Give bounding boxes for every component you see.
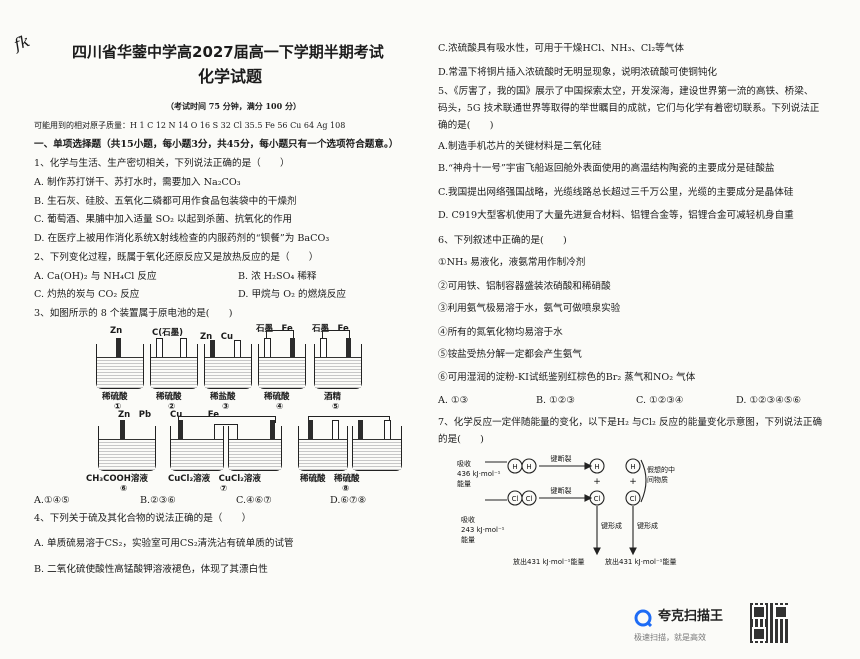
q7-atom-h2: H <box>526 463 531 471</box>
q3-cell-2: C(石墨) 稀硫酸 ② <box>150 328 200 412</box>
q3-option-a: A.①④⑤ <box>34 495 70 506</box>
q7-form-2: 键形成 <box>637 521 658 530</box>
q1-option-c: C. 葡萄酒、果脯中加入适量 SO₂ 以起到杀菌、抗氧化的作用 <box>34 214 293 225</box>
q2-stem: 2、下列变化过程，既属于氧化还原反应又是放热反应的是（ ） <box>34 252 319 263</box>
q7-release-1: 放出431 kJ·mol⁻¹能量 <box>513 557 584 566</box>
qr-code <box>750 603 790 643</box>
q6-option-a: A. ①③ <box>438 395 469 406</box>
q3-option-d: D.⑥⑦⑧ <box>330 495 367 506</box>
q5-option-b: B.“神舟十一号”宇宙飞船返回舱外表面使用的高温结构陶瓷的主要成分是硅酸盐 <box>438 163 775 174</box>
q3-cell-4: 石墨 Fe 稀硫酸 ④ <box>256 324 310 412</box>
q6-statement-5: ⑤铵盐受热分解一定都会产生氨气 <box>438 349 582 360</box>
q5-option-c: C.我国提出网络强国战略，光缆线路总长超过三千万公里，光缆的主要成分是晶体硅 <box>438 187 794 198</box>
q5-stem-line2: 码头，5G 技术联通世界等取得的举世瞩目的成就，它们与化学有着密切联系。下列说法… <box>438 103 820 114</box>
q7-absorb2-line2: 243 kJ·mol⁻¹ <box>461 526 505 534</box>
q4-stem: 4、下列关于硫及其化合物的说法正确的是（ ） <box>34 513 252 524</box>
q5-stem-line3: 确的是( ) <box>438 120 494 131</box>
q3-cell-3: Zn Cu 稀盐酸 ③ <box>200 330 254 412</box>
q2-option-d: D. 甲烷与 O₂ 的燃烧反应 <box>238 289 347 300</box>
q1-stem: 1、化学与生活、生产密切相关，下列说法正确的是（ ） <box>34 158 290 169</box>
q7-intermediate-line2: 间物质 <box>647 475 668 484</box>
q5-stem-line1: 5、《厉害了，我的国》展示了中国探索太空，开发深海，建设世界第一流的高铁、桥梁、 <box>438 86 814 97</box>
q5-option-d: D. C919大型客机使用了大量先进复合材料、铝锂合金等，铝锂合金可减轻机身自重 <box>438 210 794 221</box>
q7-atom-cl3: Cl <box>594 495 601 503</box>
q7-release-2: 放出431 kJ·mol⁻¹能量 <box>605 557 676 566</box>
atomic-mass-line: 可能用到的相对原子质量：H 1 C 12 N 14 O 16 S 32 Cl 3… <box>34 121 346 130</box>
q2-option-a: A. Ca(OH)₂ 与 NH₄Cl 反应 <box>34 271 157 282</box>
q4-option-d: D.常温下将铜片插入浓硫酸时无明显现象，说明浓硫酸可使铜钝化 <box>438 67 718 78</box>
exam-info: （考试时间 75 分钟，满分 100 分） <box>166 101 301 111</box>
q6-statement-4: ④所有的氮氧化物均易溶于水 <box>438 327 563 338</box>
q7-absorb1-line3: 能量 <box>457 479 471 488</box>
scanner-watermark: 夸克扫描王 极速扫描，就是高效 <box>634 603 834 653</box>
q6-stem: 6、下列叙述中正确的是( ) <box>438 235 567 246</box>
q6-option-d: D. ①②③④⑤⑥ <box>736 395 802 406</box>
quark-logo-icon <box>634 609 652 627</box>
q7-atom-h1: H <box>512 463 517 471</box>
q7-plus-2: + <box>629 477 637 487</box>
section-heading: 一、单项选择题（共15小题，每小题3分，共45分，每小题只有一个选项符合题意。） <box>34 139 399 150</box>
q2-option-b: B. 浓 H₂SO₄ 稀释 <box>238 271 317 282</box>
q7-plus-1: + <box>593 477 601 487</box>
handwritten-mark: fk <box>11 30 33 55</box>
q6-option-b: B. ①②③ <box>536 395 575 406</box>
q1-option-b: B. 生石灰、硅胶、五氧化二磷都可用作食品包装袋中的干燥剂 <box>34 196 297 207</box>
q7-break-1: 键断裂 <box>551 454 572 463</box>
q3-cell-6: Zn Pb CH₃COOH溶液 ⑥ <box>86 410 168 494</box>
q6-statement-1: ①NH₃ 易液化，液氨常用作制冷剂 <box>438 257 586 268</box>
q3-cell-5: 石墨 Fe 酒精 ⑤ <box>312 324 366 412</box>
q7-absorb2-line3: 能量 <box>461 535 475 544</box>
exam-subtitle: 化学试题 <box>198 67 263 86</box>
q7-atom-h4: H <box>630 463 635 471</box>
q3-option-c: C.④⑥⑦ <box>236 495 272 506</box>
exam-title: 四川省华蓥中学高2027届高一下学期半期考试 <box>72 43 384 61</box>
q1-option-d: D. 在医疗上被用作消化系统X射线检查的内服药剂的“钡餐”为 BaCO₃ <box>34 233 330 244</box>
q2-option-c: C. 灼热的炭与 CO₂ 反应 <box>34 289 140 300</box>
q7-break-2: 键断裂 <box>551 486 572 495</box>
q7-atom-cl2: Cl <box>526 495 533 503</box>
q7-stem-line1: 7、化学反应一定伴随能量的变化，以下是H₂ 与Cl₂ 反应的能量变化示意图，下列… <box>438 417 823 428</box>
q7-atom-cl1: Cl <box>512 495 519 503</box>
q3-option-b: B.②③⑥ <box>140 495 176 506</box>
q3-stem: 3、如图所示的 8 个装置属于原电池的是( ) <box>34 308 233 319</box>
q4-option-c: C.浓硫酸具有吸水性，可用于干燥HCl、NH₃、Cl₂等气体 <box>438 43 684 54</box>
q7-form-1: 键形成 <box>601 521 622 530</box>
watermark-name: 夸克扫描王 <box>658 609 724 624</box>
q6-option-c: C. ①②③④ <box>636 395 684 406</box>
q6-statement-3: ③利用氨气极易溶于水，氨气可做喷泉实验 <box>438 303 621 314</box>
q7-intermediate-line1: 假想的中 <box>647 465 675 474</box>
q3-cell-8: 稀硫酸 稀硫酸 ⑧ <box>298 412 410 494</box>
q7-energy-diagram: H H Cl Cl H Cl H Cl + + 键断裂 键断裂 吸收 436 k… <box>457 454 676 566</box>
q7-stem-line2: 的是( ) <box>438 434 484 445</box>
q7-absorb2-line1: 吸收 <box>461 515 475 524</box>
q6-statement-6: ⑥可用湿润的淀粉-KI试纸鉴别红棕色的Br₂ 蒸气和NO₂ 气体 <box>438 372 696 383</box>
q3-cell-7: Cu Fe CuCl₂溶液 CuCl₂溶液 ⑦ <box>168 410 292 494</box>
q7-absorb1-line1: 吸收 <box>457 459 471 468</box>
q7-absorb1-line2: 436 kJ·mol⁻¹ <box>457 470 501 478</box>
q1-option-a: A. 制作苏打饼干、苏打水时，需要加入 Na₂CO₃ <box>34 177 241 188</box>
q4-option-a: A. 单质硫易溶于CS₂，实验室可用CS₂清洗沾有硫单质的试管 <box>34 538 294 549</box>
q4-option-b: B. 二氧化硫使酸性高锰酸钾溶液褪色，体现了其漂白性 <box>34 564 268 575</box>
q7-atom-h3: H <box>594 463 599 471</box>
q5-option-a: A.制造手机芯片的关键材料是二氧化硅 <box>438 141 602 152</box>
watermark-slogan: 极速扫描，就是高效 <box>634 633 706 642</box>
q7-atom-cl4: Cl <box>630 495 637 503</box>
q6-statement-2: ②可用铁、铝制容器盛装浓硝酸和稀硝酸 <box>438 281 611 292</box>
q3-cell-1: Zn 稀硫酸 ① <box>96 326 146 412</box>
